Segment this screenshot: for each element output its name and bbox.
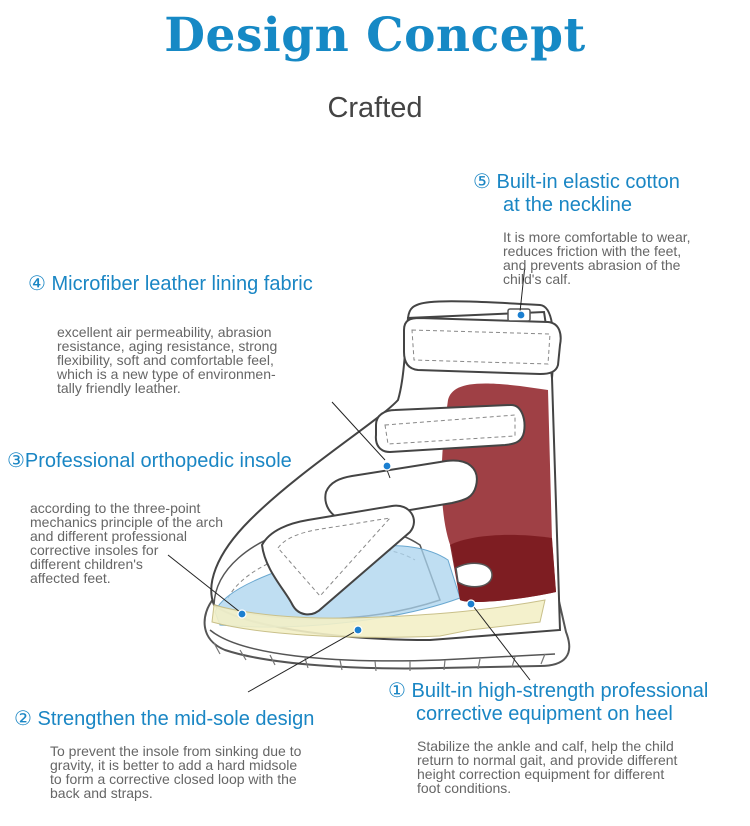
feature-3-desc-line: different children's	[30, 556, 143, 572]
shoe-strap-upper	[374, 404, 526, 454]
feature-1-desc-line: height correction equipment for differen…	[417, 766, 665, 782]
page-title: Design Concept	[164, 8, 586, 63]
feature-4-desc-line: resistance, aging resistance, strong	[57, 338, 278, 354]
feature-3-desc-line: according to the three-point	[30, 500, 201, 516]
feature-4-desc-line: flexibility, soft and comfortable feel,	[57, 352, 274, 368]
feature-3-desc-line: and different professional	[30, 528, 187, 544]
feature-5-description: It is more comfortable to wear, reduces …	[503, 230, 691, 286]
feature-3-desc-line: affected feet.	[30, 570, 111, 586]
feature-2-heading-line: ② Strengthen the mid-sole design	[14, 708, 315, 730]
feature-4-description: excellent air permeability, abrasion res…	[57, 325, 277, 395]
feature-1-desc-line: foot conditions.	[417, 780, 512, 796]
feature-3-desc-line: corrective insoles for	[30, 542, 159, 558]
feature-5-heading-line: at the neckline	[503, 194, 632, 216]
feature-2-desc-line: to form a corrective closed loop with th…	[50, 771, 297, 787]
feature-5-heading: ⑤ Built-in elastic cotton at the necklin…	[473, 171, 680, 217]
feature-2-description: To prevent the insole from sinking due t…	[50, 744, 301, 800]
feature-2-desc-line: gravity, it is better to add a hard mids…	[50, 757, 298, 773]
feature-5-desc-line: and prevents abrasion of the	[503, 257, 681, 273]
feature-5-heading-line: ⑤ Built-in elastic cotton	[473, 171, 680, 193]
feature-1-description: Stabilize the ankle and calf, help the c…	[417, 739, 677, 795]
shoe-strap-top	[403, 316, 562, 376]
feature-3-description: according to the three-point mechanics p…	[30, 501, 223, 585]
callout-markers	[237, 310, 526, 635]
feature-4-heading: ④ Microfiber leather lining fabric	[28, 273, 313, 296]
feature-1-heading: ① Built-in high-strength professional co…	[388, 680, 708, 726]
shoe-strap-lower	[260, 504, 415, 616]
feature-3-heading-line: ③Professional orthopedic insole	[7, 450, 292, 472]
feature-5-desc-line: reduces friction with the feet,	[503, 243, 682, 259]
feature-3-heading: ③Professional orthopedic insole	[7, 450, 292, 473]
feature-2-desc-line: back and straps.	[50, 785, 153, 801]
feature-2-desc-line: To prevent the insole from sinking due t…	[50, 743, 302, 759]
feature-4-heading-line: ④ Microfiber leather lining fabric	[28, 273, 313, 295]
feature-5-desc-line: child's calf.	[503, 271, 572, 287]
feature-1-heading-line: ① Built-in high-strength professional	[388, 680, 709, 702]
page-subtitle: Crafted	[327, 92, 423, 124]
feature-4-desc-line: tally friendly leather.	[57, 380, 181, 396]
feature-1-desc-line: return to normal gait, and provide diffe…	[417, 752, 678, 768]
feature-4-desc-line: which is a new type of environmen-	[57, 366, 276, 382]
shoe-midsole	[211, 599, 546, 638]
feature-5-desc-line: It is more comfortable to wear,	[503, 229, 691, 245]
feature-1-desc-line: Stabilize the ankle and calf, help the c…	[417, 738, 674, 754]
feature-2-heading: ② Strengthen the mid-sole design	[14, 708, 314, 731]
feature-4-desc-line: excellent air permeability, abrasion	[57, 324, 272, 340]
feature-1-heading-line: corrective equipment on heel	[416, 703, 673, 725]
feature-3-desc-line: mechanics principle of the arch	[30, 514, 223, 530]
